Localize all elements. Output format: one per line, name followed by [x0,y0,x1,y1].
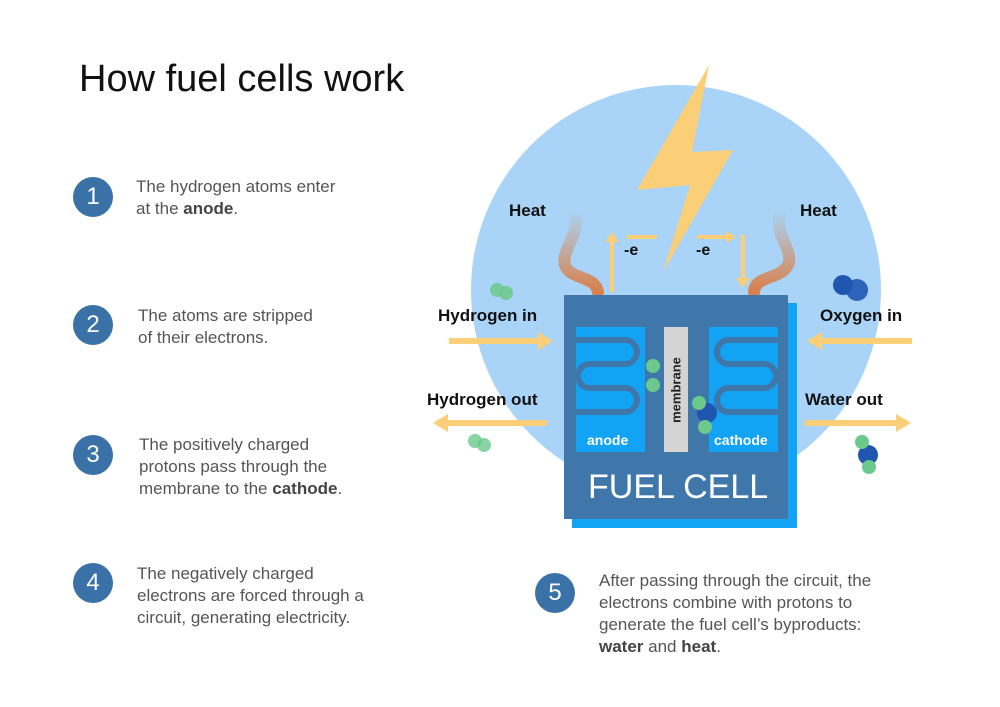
step-line: The hydrogen atoms enter [136,177,336,196]
step-bold: water [599,637,644,656]
step-line: at the [136,199,184,218]
step-4-badge: 4 [73,563,113,603]
step-line: generate the fuel cell’s byproducts: [599,615,862,634]
step-bold: anode [183,199,234,218]
lightning-icon [637,65,733,272]
step-line: of their electrons. [138,328,269,347]
electron-right-label: -e [696,242,711,259]
heat-left-icon [558,204,604,298]
hydrogen-in-arrow [538,332,553,350]
membrane-label: membrane [668,357,684,423]
step-line: and [643,637,682,656]
step-line: The atoms are stripped [138,306,313,325]
step-line: membrane to the [139,479,273,498]
step-1-text: The hydrogen atoms enter at the anode. [136,176,335,220]
step-line: protons pass through the [139,457,328,476]
hydrogen-out-label: Hydrogen out [427,390,538,409]
oxygen-in-label: Oxygen in [820,306,903,325]
step-1-badge: 1 [73,177,113,217]
membrane [664,327,688,452]
anode-channel [575,337,640,415]
cathode-channel [714,337,779,415]
step-bold: heat [681,637,717,656]
step-bold: cathode [272,479,338,498]
step-2-badge: 2 [73,305,113,345]
step-5-badge: 5 [535,573,575,613]
step-line: circuit, generating electricity. [137,608,351,627]
heat-right-label: Heat [800,201,837,220]
hydrogen-out-arrow [433,414,448,432]
step-line: electrons combine with protons to [599,593,853,612]
step-line: After passing through the circuit, the [599,571,872,590]
step-tail: . [716,637,721,656]
step-4-text: The negatively charged electrons are forc… [137,563,364,629]
heat-right-icon [748,204,796,298]
step-3-badge: 3 [73,435,113,475]
water-out-label: Water out [805,390,883,409]
step-line: The positively charged [139,435,310,454]
anode-label: anode [587,432,629,448]
electron-arrows [605,231,750,292]
electron-left-label: -e [624,242,639,259]
heat-left-label: Heat [509,201,546,220]
step-line: electrons are forced through a [137,586,364,605]
step-line: The negatively charged [137,564,314,583]
water-out-arrow [896,414,911,432]
step-2-text: The atoms are stripped of their electrons… [138,305,313,349]
page-title: How fuel cells work [79,58,405,100]
oxygen-in-arrow [807,332,822,350]
fuel-cell-label: FUEL CELL [588,468,769,506]
step-3-text: The positively charged protons pass throu… [139,434,342,500]
step-5-text: After passing through the circuit, the el… [599,570,871,658]
step-tail: . [337,479,343,498]
molecules [468,275,878,474]
cathode-label: cathode [714,432,768,448]
flow-arrows [433,332,912,432]
step-tail: . [233,199,239,218]
hydrogen-in-label: Hydrogen in [438,306,538,325]
